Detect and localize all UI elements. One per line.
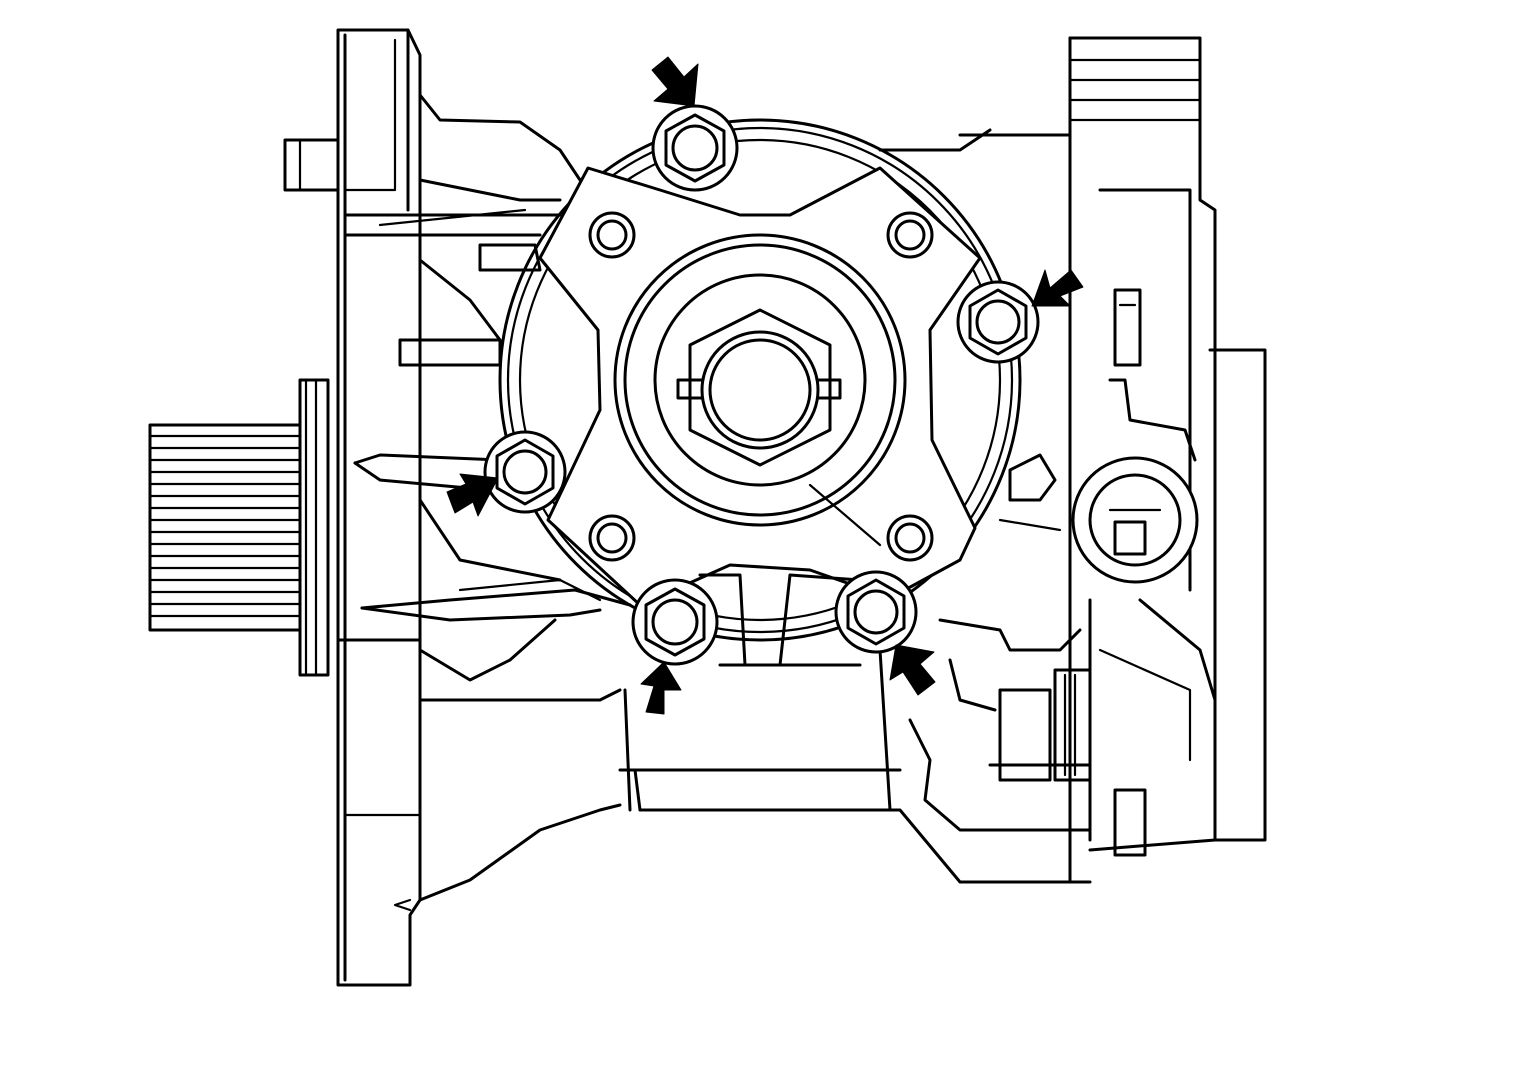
bolt-bottom-left: [631, 578, 719, 666]
arrow-right: [1031, 269, 1084, 307]
arrow-bottom-right: [889, 644, 936, 696]
main-housing: [343, 93, 1092, 902]
arrow-bottom-left: [640, 661, 682, 715]
arrow-top: [651, 56, 699, 107]
bolt-left: [483, 430, 567, 514]
arrow-left: [446, 473, 499, 517]
bolt-top: [651, 104, 739, 192]
bolt-bottom-right: [834, 570, 918, 654]
flange-hole-bottom-left: [588, 514, 636, 562]
bolt-right: [956, 280, 1040, 364]
left-mounting-plate: [283, 28, 422, 987]
output-flange-assembly: [498, 118, 1022, 667]
flange-hole-top-left: [588, 211, 636, 259]
right-housing: [878, 36, 1267, 882]
drain-plug: [1071, 456, 1199, 584]
splined-input-shaft: [148, 378, 330, 677]
flange-hole-top-right: [886, 211, 934, 259]
flange-hole-bottom-right: [886, 514, 934, 562]
arrow-icon: [446, 56, 1084, 715]
